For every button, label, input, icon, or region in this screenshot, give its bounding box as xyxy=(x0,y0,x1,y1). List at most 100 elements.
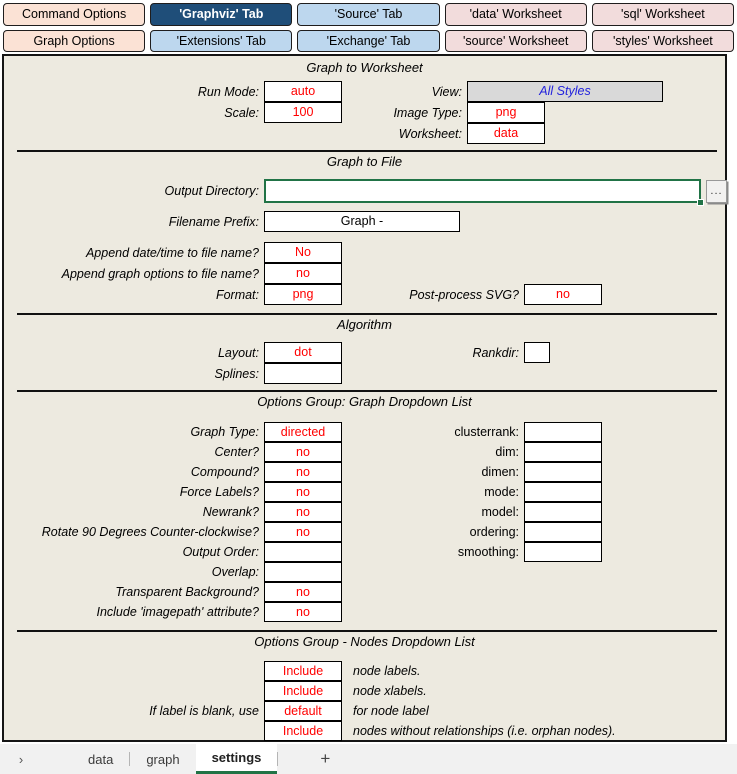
sql-worksheet-button[interactable]: 'sql' Worksheet xyxy=(591,3,734,26)
rankdir-label: Rankdir: xyxy=(472,345,519,360)
mode-label: mode: xyxy=(484,485,519,499)
append-options-label: Append graph options to file name? xyxy=(61,266,259,281)
rotate-90-label: Rotate 90 Degrees Counter-clockwise? xyxy=(41,525,259,539)
post-process-svg-value[interactable]: no xyxy=(524,283,602,305)
worksheet-value[interactable]: data xyxy=(467,122,545,144)
orphan-nodes-pre xyxy=(4,721,264,741)
extensions-tab-button[interactable]: 'Extensions' Tab xyxy=(150,29,293,52)
section-title-graph-to-file: Graph to File xyxy=(326,154,403,169)
filename-prefix-value[interactable]: Graph - xyxy=(264,210,460,232)
post-process-svg-label: Post-process SVG? xyxy=(409,287,519,302)
graphviz-tab-button[interactable]: 'Graphviz' Tab xyxy=(150,3,293,26)
overlap-label: Overlap: xyxy=(211,565,259,579)
nodes-options-fields: Include node labels. Include node xlabel… xyxy=(4,660,714,741)
orphan-nodes-value[interactable]: Include xyxy=(264,720,342,741)
source-worksheet-button[interactable]: 'source' Worksheet xyxy=(444,29,587,52)
node-xlabels-value[interactable]: Include xyxy=(264,680,342,701)
splines-value[interactable] xyxy=(264,362,342,384)
format-value[interactable]: png xyxy=(264,283,342,305)
imagepath-attribute-label: Include 'imagepath' attribute? xyxy=(96,605,259,619)
graph-type-label: Graph Type: xyxy=(190,425,259,439)
newrank-value[interactable]: no xyxy=(264,501,342,522)
output-order-label: Output Order: xyxy=(182,545,259,559)
clusterrank-label: clusterrank: xyxy=(454,425,519,439)
append-datetime-value[interactable]: No xyxy=(264,241,342,263)
compound-value[interactable]: no xyxy=(264,461,342,482)
run-mode-label: Run Mode: xyxy=(197,84,259,99)
sheet-tab-settings[interactable]: settings xyxy=(195,744,278,774)
section-divider xyxy=(17,313,717,315)
styles-worksheet-button[interactable]: 'styles' Worksheet xyxy=(591,29,734,52)
blank-label-value[interactable]: default xyxy=(264,700,342,721)
output-directory-label: Output Directory: xyxy=(164,184,259,198)
ordering-value[interactable] xyxy=(524,521,602,542)
view-value[interactable]: All Styles xyxy=(467,80,663,102)
force-labels-value[interactable]: no xyxy=(264,481,342,502)
format-label: Format: xyxy=(215,287,259,302)
node-labels-text: node labels. xyxy=(353,664,421,678)
newrank-label: Newrank? xyxy=(202,505,259,519)
node-xlabels-text: node xlabels. xyxy=(353,684,427,698)
smoothing-label: smoothing: xyxy=(457,545,519,559)
source-tab-button[interactable]: 'Source' Tab xyxy=(297,3,440,26)
graph-options-fields: Graph Type: directed clusterrank: Center… xyxy=(4,421,604,622)
overlap-value[interactable] xyxy=(264,561,342,582)
clusterrank-value[interactable] xyxy=(524,421,602,442)
tab-separator xyxy=(129,752,131,766)
layout-value[interactable]: dot xyxy=(264,341,342,363)
node-labels-value[interactable]: Include xyxy=(264,660,342,681)
dimen-value[interactable] xyxy=(524,461,602,482)
splines-label: Splines: xyxy=(214,366,259,381)
graph-options-button[interactable]: Graph Options xyxy=(3,29,146,52)
smoothing-value[interactable] xyxy=(524,541,602,562)
section-title-graph-to-worksheet: Graph to Worksheet xyxy=(306,60,423,75)
model-label: model: xyxy=(481,505,519,519)
node-labels-pre xyxy=(4,661,264,681)
mode-value[interactable] xyxy=(524,481,602,502)
transparent-background-value[interactable]: no xyxy=(264,581,342,602)
output-directory-input[interactable] xyxy=(264,179,701,203)
settings-panel: Graph to Worksheet Run Mode: auto View: … xyxy=(2,54,727,742)
add-sheet-button[interactable]: + xyxy=(320,749,331,768)
run-mode-value[interactable]: auto xyxy=(264,80,342,102)
rankdir-value[interactable] xyxy=(524,341,550,363)
center-value[interactable]: no xyxy=(264,441,342,462)
selection-fill-handle[interactable] xyxy=(697,199,704,206)
graph-to-worksheet-fields: Run Mode: auto View: All Styles Scale: 1… xyxy=(4,80,664,144)
output-order-value[interactable] xyxy=(264,541,342,562)
dim-value[interactable] xyxy=(524,441,602,462)
transparent-background-label: Transparent Background? xyxy=(115,585,259,599)
center-label: Center? xyxy=(214,445,259,459)
scale-value[interactable]: 100 xyxy=(264,101,342,123)
data-worksheet-button[interactable]: 'data' Worksheet xyxy=(444,3,587,26)
image-type-value[interactable]: png xyxy=(467,101,545,123)
section-title-nodes-options-group: Options Group - Nodes Dropdown List xyxy=(254,634,475,649)
model-value[interactable] xyxy=(524,501,602,522)
image-type-label: Image Type: xyxy=(393,105,462,120)
compound-label: Compound? xyxy=(190,465,259,479)
tab-separator xyxy=(277,752,279,766)
filename-prefix-row: Filename Prefix: Graph - xyxy=(4,210,464,232)
output-directory-row: Output Directory: ... xyxy=(4,178,734,206)
force-labels-label: Force Labels? xyxy=(179,485,259,499)
sheet-tab-data[interactable]: data xyxy=(88,751,114,767)
append-options-value[interactable]: no xyxy=(264,262,342,284)
sheet-tab-graph[interactable]: graph xyxy=(146,751,180,767)
browse-button[interactable]: ... xyxy=(706,179,727,203)
command-options-button[interactable]: Command Options xyxy=(3,3,146,26)
sheet-nav-arrow-icon[interactable]: › xyxy=(18,751,24,767)
exchange-tab-button[interactable]: 'Exchange' Tab xyxy=(297,29,440,52)
file-options-fields: Append date/time to file name? No Append… xyxy=(4,241,604,305)
rotate-90-value[interactable]: no xyxy=(264,521,342,542)
imagepath-attribute-value[interactable]: no xyxy=(264,601,342,622)
append-datetime-label: Append date/time to file name? xyxy=(85,245,259,260)
sheet-tab-bar: › data graph settings + xyxy=(0,744,737,774)
blank-label-text: for node label xyxy=(353,704,429,718)
filename-prefix-label: Filename Prefix: xyxy=(168,214,259,229)
section-divider xyxy=(17,390,717,392)
blank-label-pre: If label is blank, use xyxy=(149,704,259,718)
view-label: View: xyxy=(431,84,462,99)
graph-type-value[interactable]: directed xyxy=(264,421,342,442)
node-xlabels-pre xyxy=(4,681,264,701)
